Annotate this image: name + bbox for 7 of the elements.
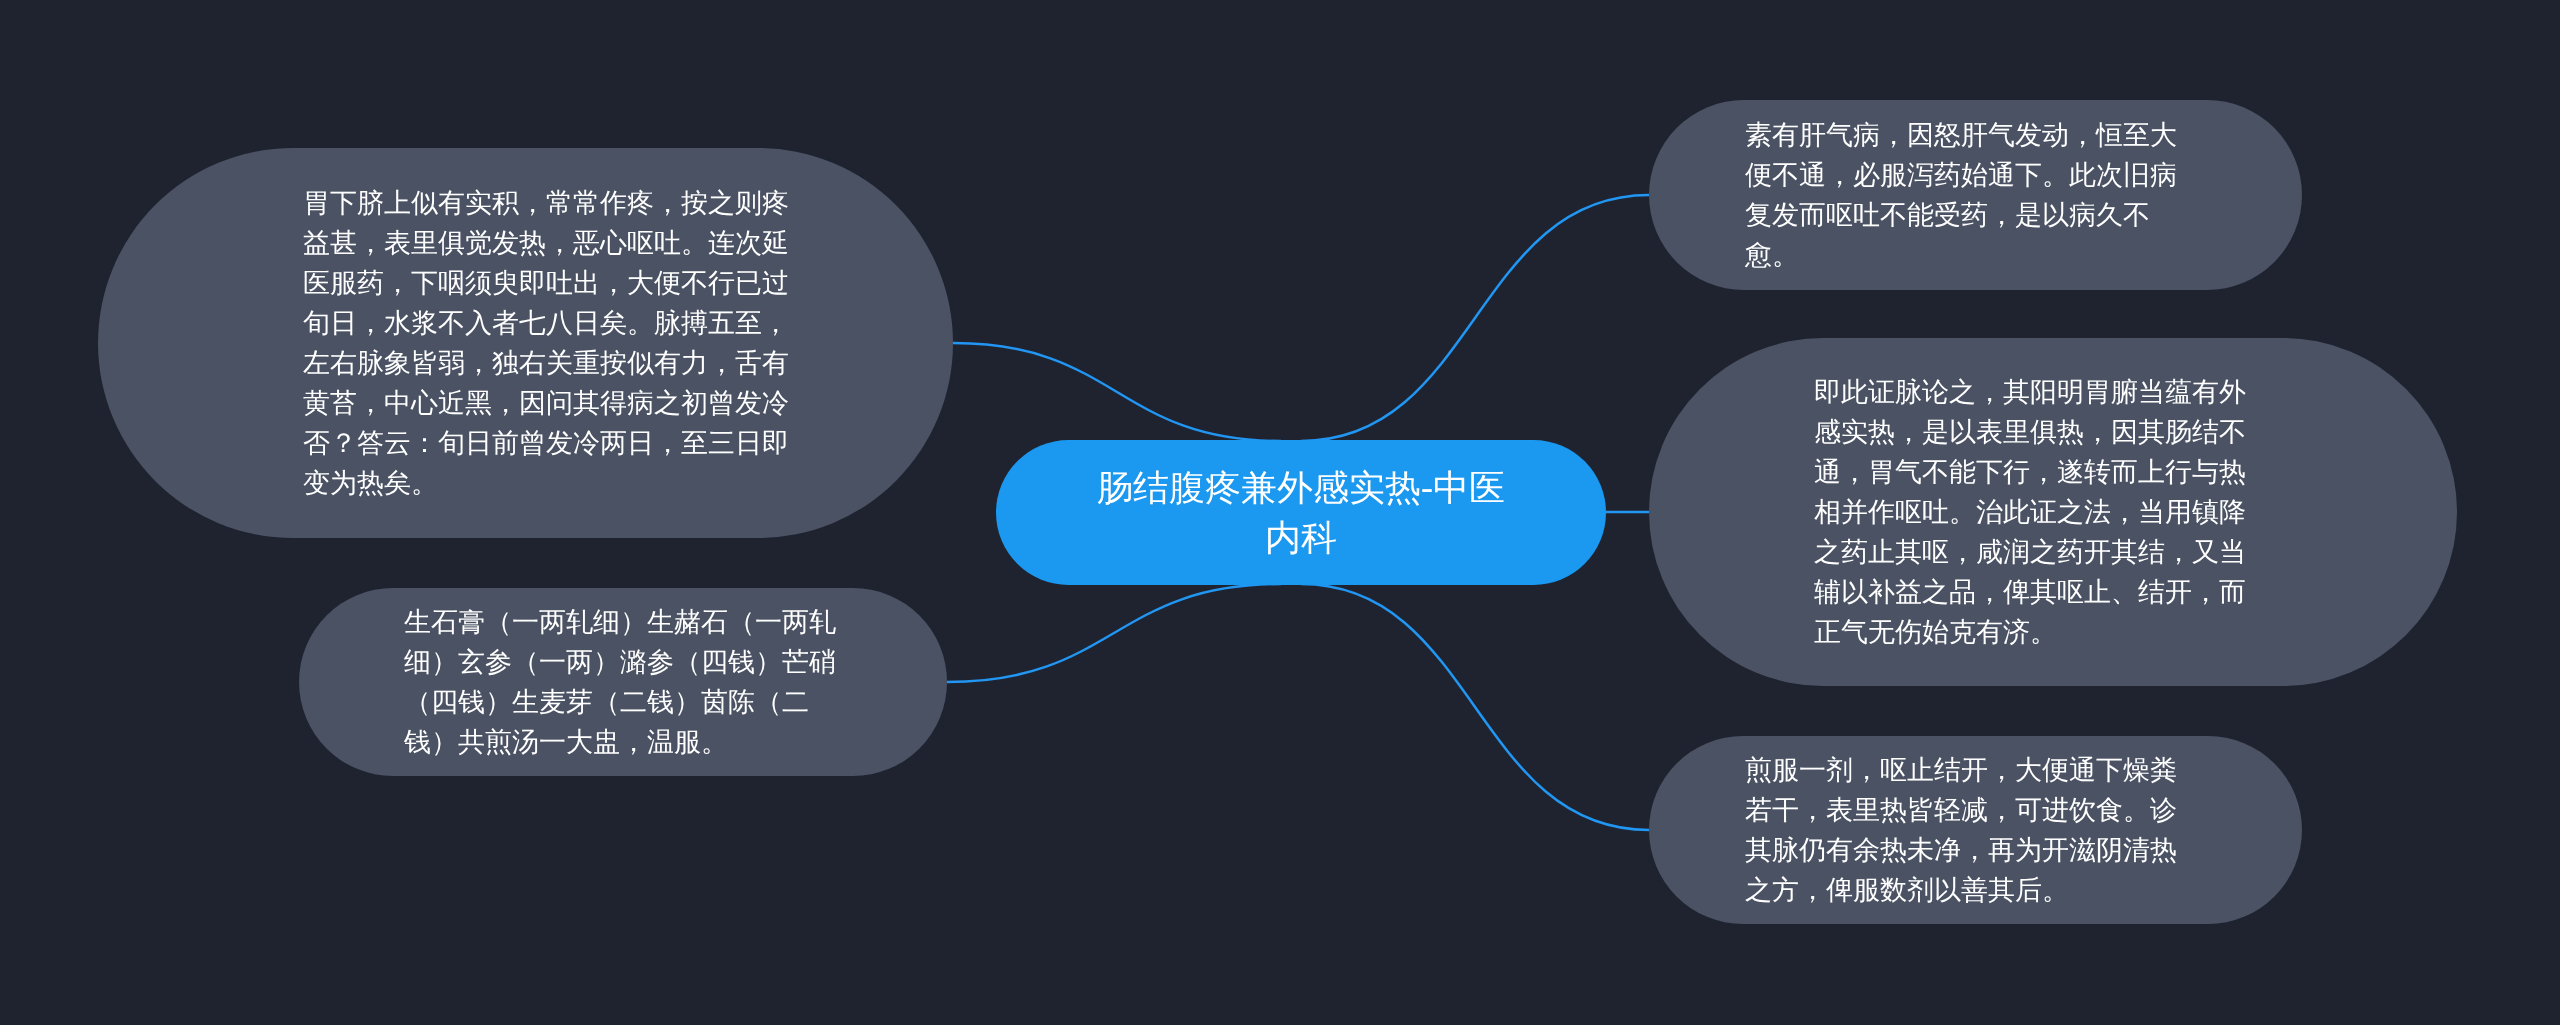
node-text: 即此证脉论之，其阳明胃腑当蕴有外感实热，是以表里俱热，因其肠结不通，胃气不能下行，遂转而上行与热相并作呕吐。治此证之法，当用镇降之药止其呕，咸润之药开其结，又当辅以补益之品，俾其呕止、结开，而正气无伤始克有济。 — [1814, 375, 2247, 649]
node-text: 煎服一剂，呕止结开，大便通下燥粪若干，表里热皆轻减，可进饮食。诊其脉仍有余热未净，再为开滋阴清热之方，俾服数剂以善其后。 — [1744, 753, 2178, 907]
node-text: 素有肝气病，因怒肝气发动，恒至大便不通，必服泻药始通下。此次旧病复发而呕吐不能受药，是以病久不愈。 — [1744, 118, 2178, 272]
node-text: 肠结腹疼兼外感实热-中医内科 — [1095, 465, 1507, 560]
connector-line — [1606, 510, 1649, 514]
node-text: 生石膏（一两轧细）生赭石（一两轧细）玄参（一两）潞参（四钱）芒硝（四钱）生麦芽（二钱）茵陈（二钱）共煎汤一大盅，温服。 — [404, 605, 837, 759]
node-text: 胃下脐上似有实积，常常作疼，按之则疼益甚，表里俱觉发热，恶心呕吐。连次延医服药，下咽须臾即吐出，大便不行已过旬日，水浆不入者七八日矣。脉搏五至，左右脉象皆弱，独右关重按似有力，舌有黄苔，中心近黑，因问其得病之初曾发冷否？答云：旬日前曾发冷两日，至三日即变为热矣。 — [302, 186, 790, 500]
